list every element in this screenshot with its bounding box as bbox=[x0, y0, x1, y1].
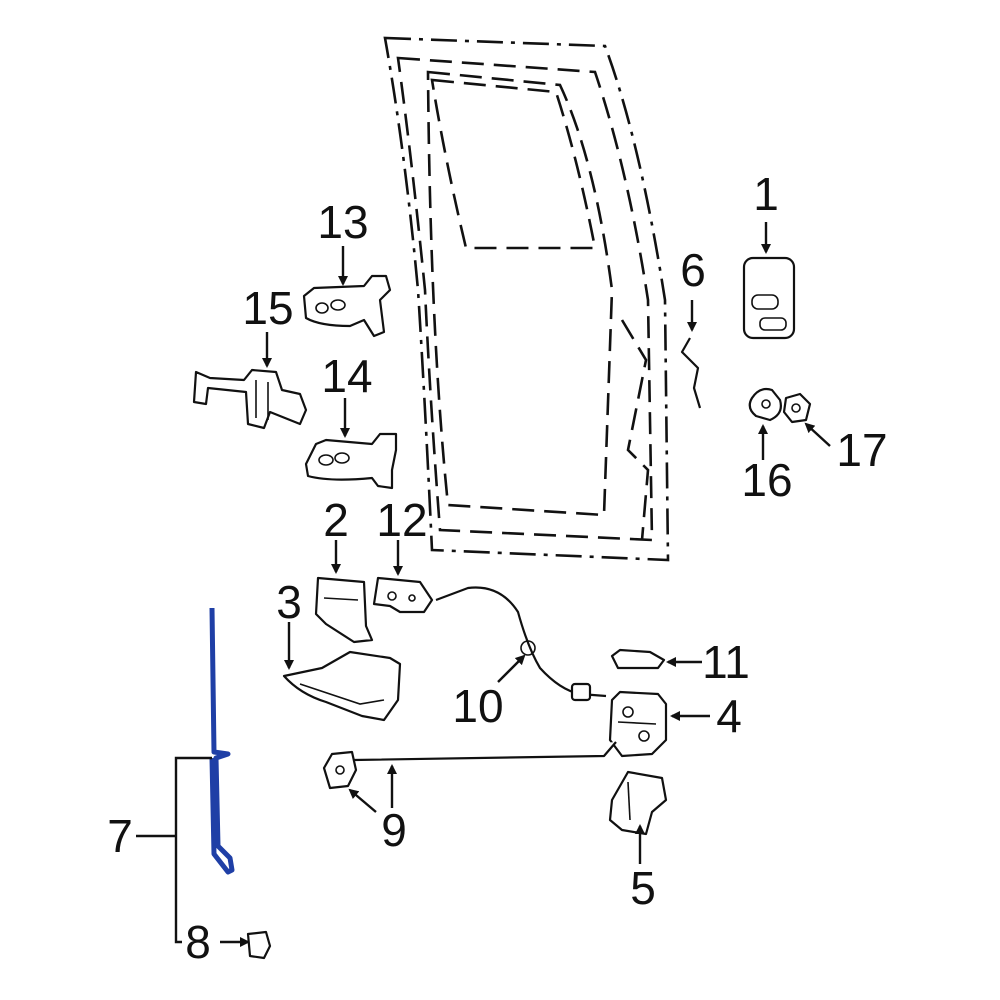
callout-2: 2 bbox=[323, 494, 349, 546]
callout-12: 12 bbox=[376, 494, 427, 546]
lock-rod-part-highlighted[interactable] bbox=[209, 607, 235, 875]
callout-labels: 1 2 3 4 5 6 7 8 9 10 11 12 13 14 15 16 1… bbox=[107, 168, 887, 968]
leader-lines bbox=[136, 222, 831, 947]
pull-cup-part[interactable] bbox=[282, 650, 402, 722]
callout-4: 4 bbox=[716, 690, 742, 742]
exterior-handle-part[interactable] bbox=[742, 256, 796, 340]
interior-handle-part[interactable] bbox=[372, 576, 434, 614]
callout-17: 17 bbox=[836, 424, 887, 476]
lock-knob-part[interactable] bbox=[610, 648, 666, 670]
callout-14: 14 bbox=[321, 350, 372, 402]
callout-7: 7 bbox=[107, 810, 133, 862]
callout-5: 5 bbox=[630, 862, 656, 914]
callout-16: 16 bbox=[741, 454, 792, 506]
callout-8: 8 bbox=[185, 916, 211, 968]
lock-cylinder-part[interactable] bbox=[748, 387, 782, 422]
callout-6: 6 bbox=[680, 244, 706, 296]
door-latch-part[interactable] bbox=[608, 690, 668, 758]
callout-3: 3 bbox=[276, 576, 302, 628]
callout-10: 10 bbox=[452, 680, 503, 732]
door-outline bbox=[383, 36, 670, 562]
interior-handle-bezel-part[interactable] bbox=[314, 576, 374, 644]
callout-1: 1 bbox=[753, 168, 779, 220]
lock-cylinder-housing-part[interactable] bbox=[782, 392, 812, 424]
handle-rod-part[interactable] bbox=[680, 337, 702, 409]
callout-13: 13 bbox=[317, 196, 368, 248]
upper-hinge-part[interactable] bbox=[302, 274, 392, 338]
release-cable-part[interactable] bbox=[435, 586, 607, 702]
callout-15: 15 bbox=[242, 282, 293, 334]
callout-9: 9 bbox=[381, 804, 407, 856]
latch-rod-part[interactable] bbox=[322, 741, 617, 790]
lower-hinge-part[interactable] bbox=[304, 432, 398, 490]
callout-11: 11 bbox=[702, 636, 750, 688]
latch-cover-part[interactable] bbox=[608, 770, 668, 836]
door-check-part[interactable] bbox=[192, 368, 308, 430]
rod-clip-part[interactable] bbox=[246, 930, 272, 960]
